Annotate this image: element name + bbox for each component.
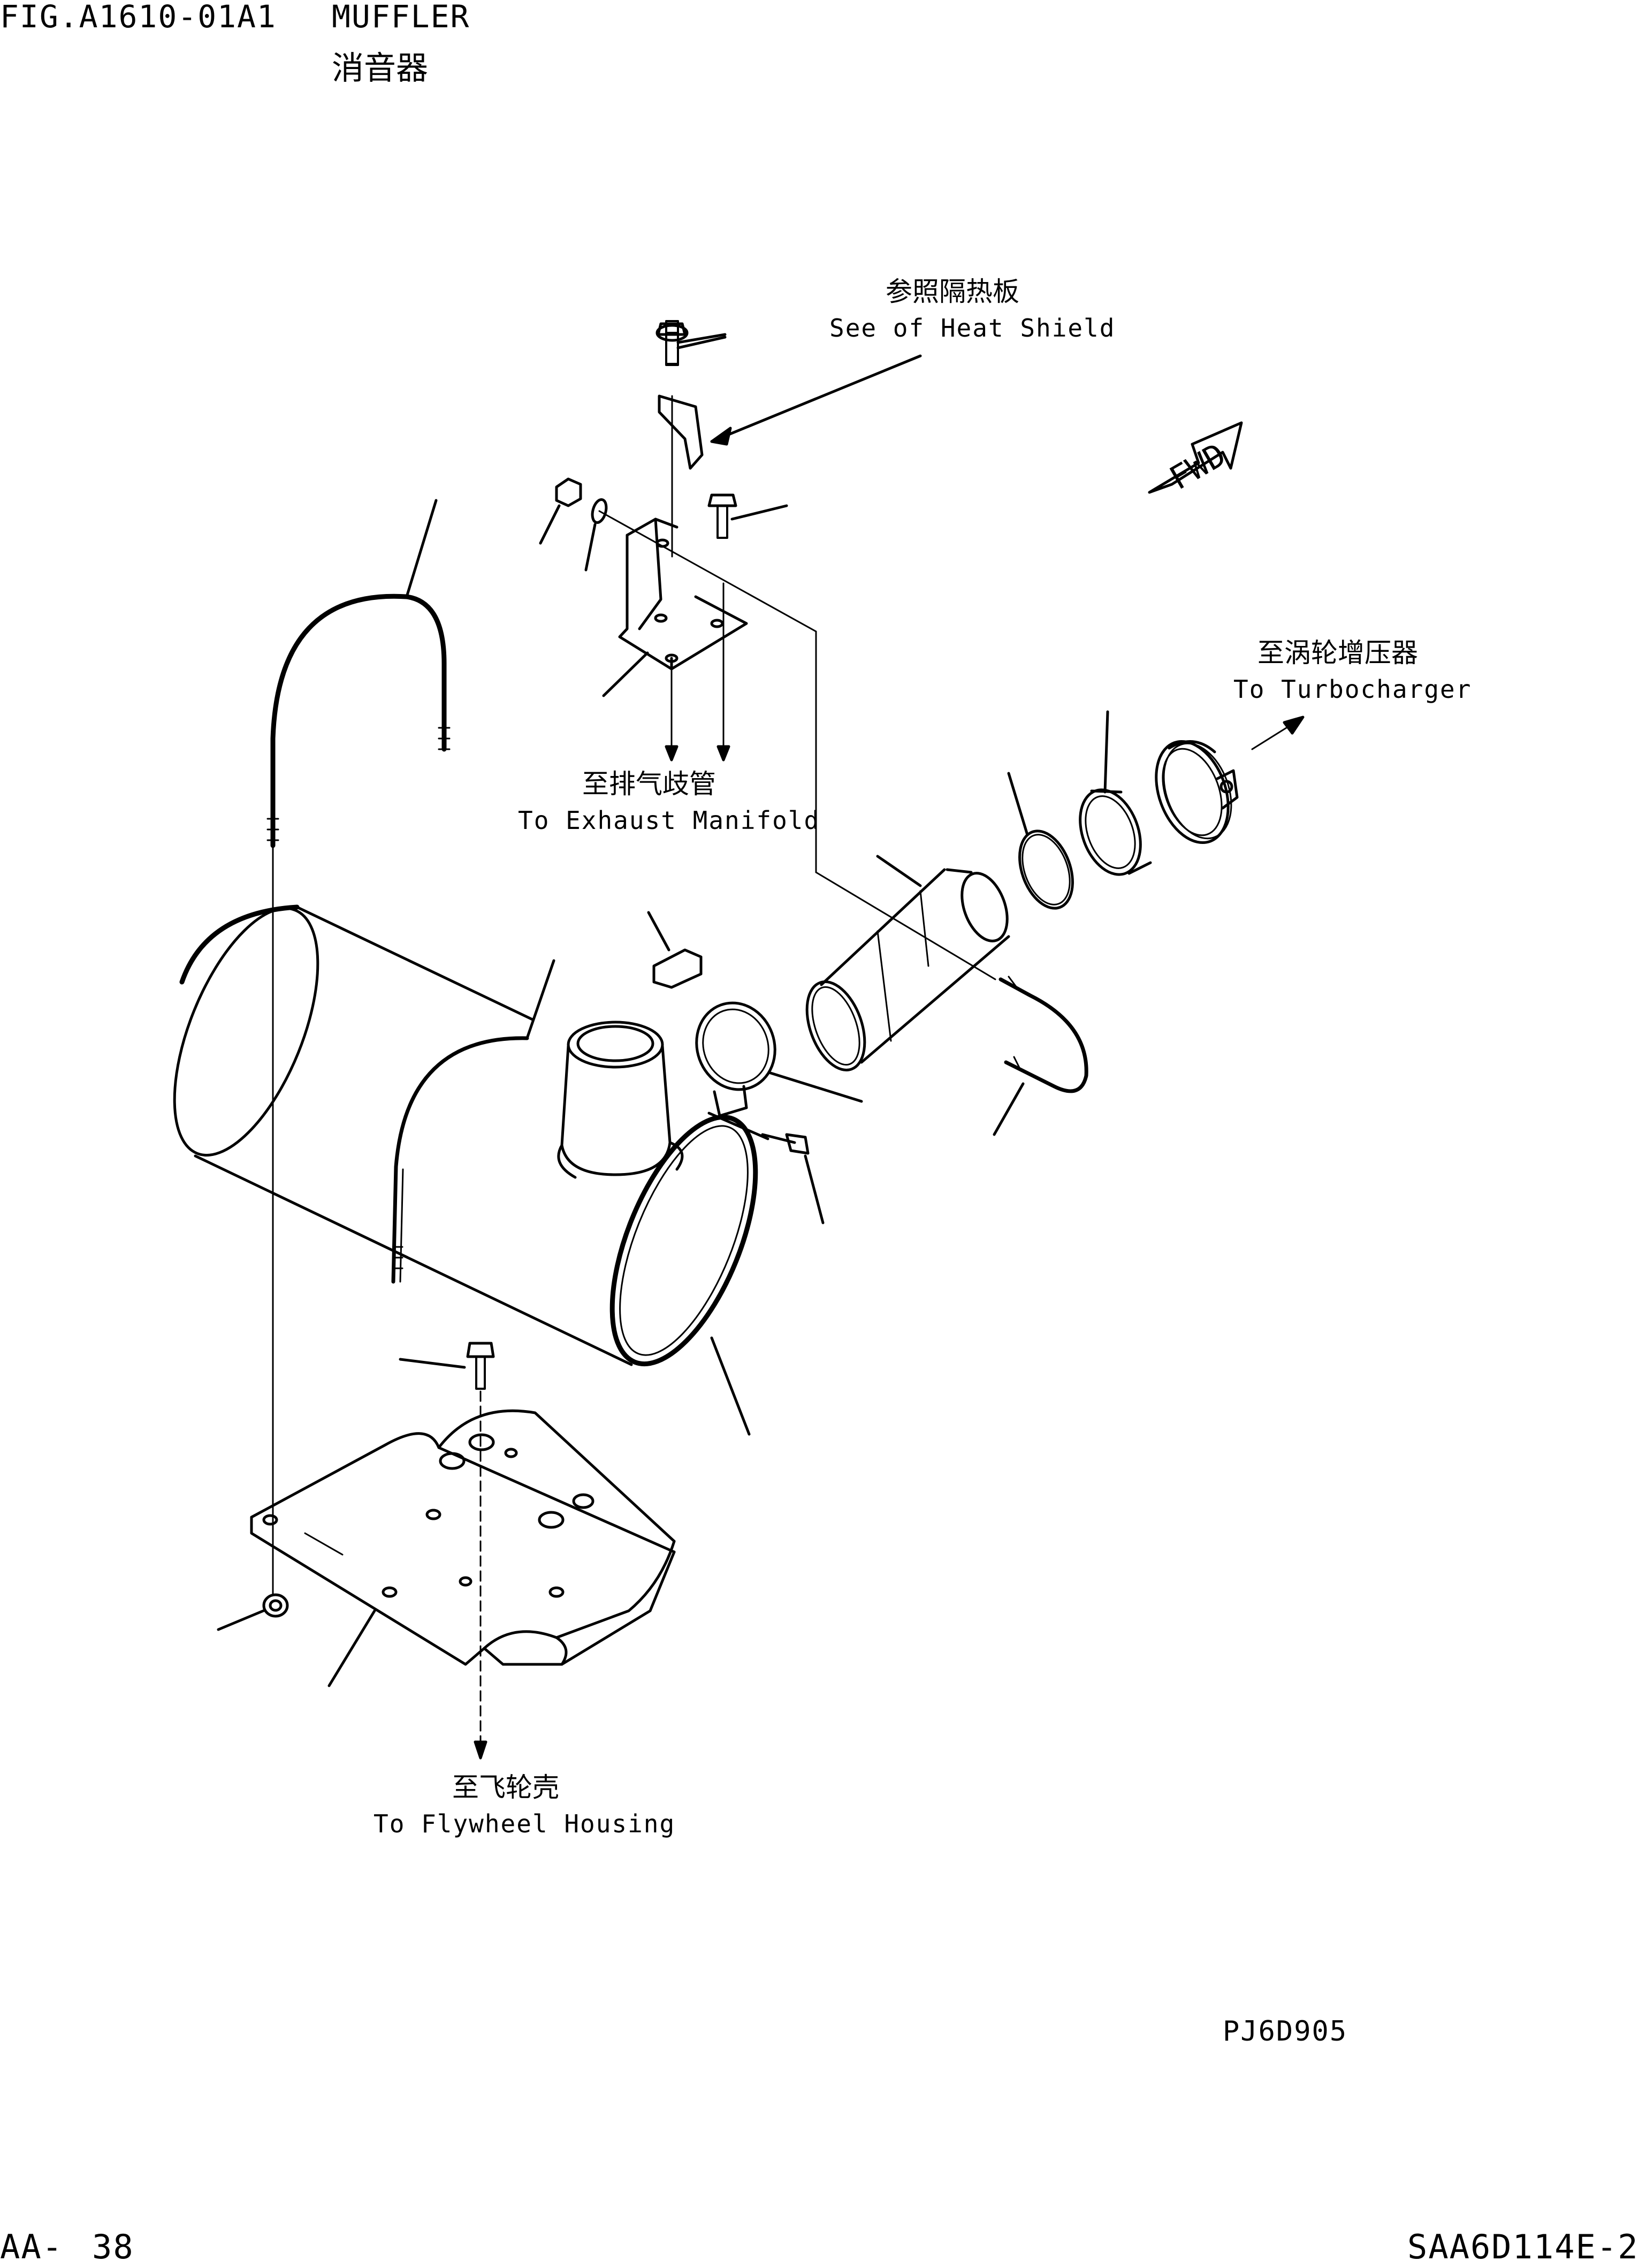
exhaust-manifold-label: To Exhaust Manifold [518, 806, 820, 835]
fwd-arrow-icon: FWD [1148, 421, 1243, 498]
heat-shield-bracket [655, 324, 922, 558]
clamp-bolt [761, 1133, 825, 1224]
exhaust-manifold-label-cn: 至排气歧管 [582, 768, 716, 800]
muffler-u-bolt [391, 1036, 529, 1284]
small-u-bolt [993, 976, 1088, 1136]
turbocharger-label-cn: 至涡轮增压器 [1257, 637, 1418, 668]
inlet-clamp [695, 1001, 863, 1117]
page-number: 38 [92, 2227, 134, 2266]
model-code: SAA6D114E-2 [1407, 2227, 1639, 2266]
drawing-id: PJ6D905 [1223, 2015, 1348, 2048]
bottom-nut [217, 1593, 289, 1631]
bracket-bolt-top [657, 322, 687, 336]
v-band-clamp [1155, 716, 1305, 844]
figure-title: MUFFLER [332, 0, 470, 35]
heat-shield-label-cn: 参照隔热板 [886, 276, 1019, 307]
spacer-block [647, 911, 703, 989]
muffler-inlet-pipe [557, 1021, 684, 1179]
top-bolt [665, 320, 727, 365]
page-prefix: AA- [0, 2227, 63, 2266]
muffler-body [173, 904, 769, 1367]
bracket-nut [539, 477, 582, 545]
figure-code: FIG.A1610-01A1 [0, 0, 277, 35]
large-u-bolt [266, 499, 451, 1596]
stand-bracket [602, 517, 748, 762]
svg-text:FWD: FWD [1163, 436, 1232, 498]
bracket-bolt-right [707, 493, 788, 539]
turbocharger-label: To Turbocharger [1233, 675, 1472, 704]
muffler-bottom-bracket [250, 1409, 676, 1687]
heat-shield-label: See of Heat Shield [829, 314, 1116, 343]
bracket-washer [584, 498, 996, 980]
flywheel-housing-label: To Flywheel Housing [373, 1809, 676, 1838]
flywheel-housing-label-cn: 至飞轮壳 [452, 1772, 559, 1803]
pipe-sleeve [1079, 710, 1152, 876]
gasket-ring [1007, 772, 1074, 910]
figure-title-cn: 消音器 [332, 50, 428, 87]
exhaust-pipe [805, 855, 1010, 1071]
bracket-bolt-bottom [399, 1342, 495, 1760]
